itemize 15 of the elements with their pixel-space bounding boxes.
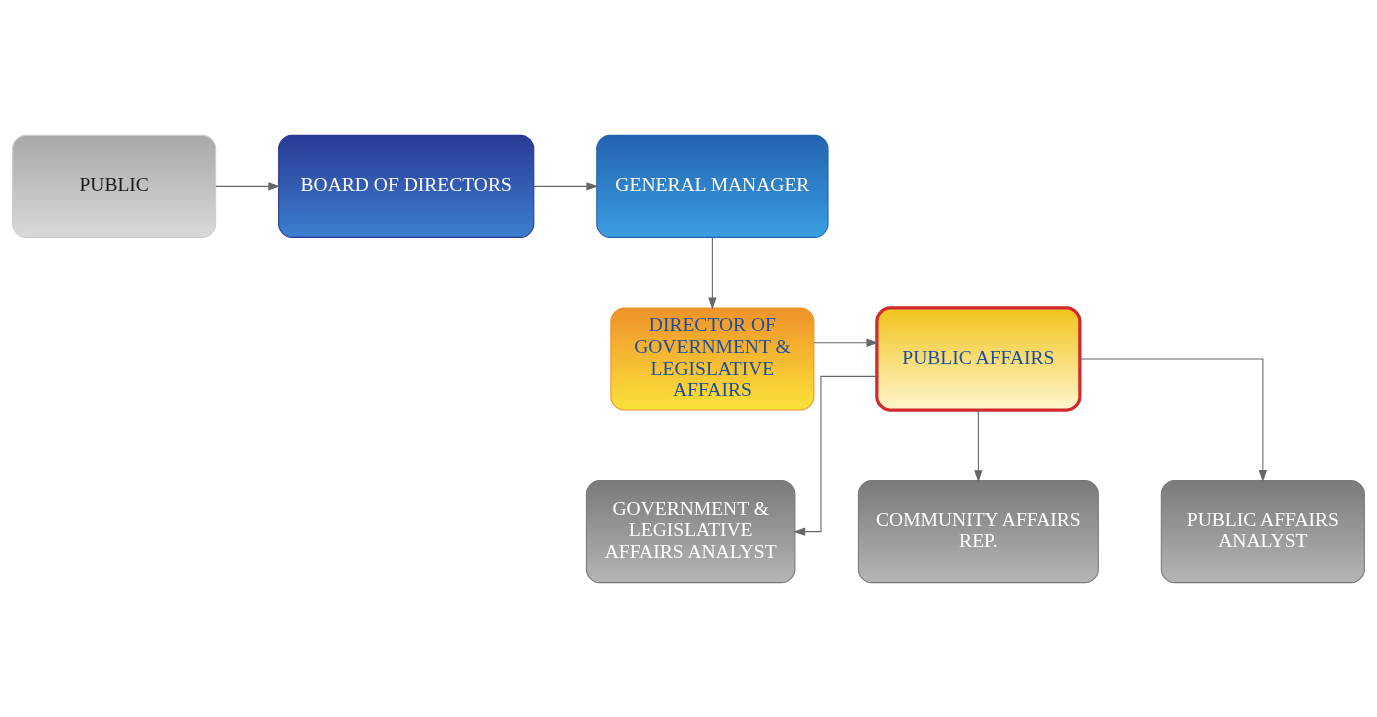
- node-box: COMMUNITY AFFAIRS REP.: [857, 479, 1099, 583]
- node-box: PUBLIC AFFAIRS ANALYST: [1160, 479, 1365, 583]
- node-box: GENERAL MANAGER: [596, 134, 829, 238]
- arrow: [215, 181, 281, 191]
- node-box: GOVERNMENT & LEGISLATIVE AFFAIRS ANALYST: [585, 479, 796, 583]
- arrow: [708, 236, 717, 309]
- arrow: [533, 181, 599, 191]
- arrow: [813, 338, 879, 347]
- node-box: DIRECTOR OF GOVERNMENT & LEGISLATIVE AFFAIRS: [610, 306, 815, 411]
- node-box: PUBLIC: [12, 134, 217, 238]
- arrow: [793, 375, 877, 536]
- node-box: PUBLIC AFFAIRS: [875, 305, 1082, 412]
- node-box: BOARD OF DIRECTORS: [278, 134, 535, 238]
- arrow: [1079, 357, 1268, 482]
- arrow: [974, 409, 983, 482]
